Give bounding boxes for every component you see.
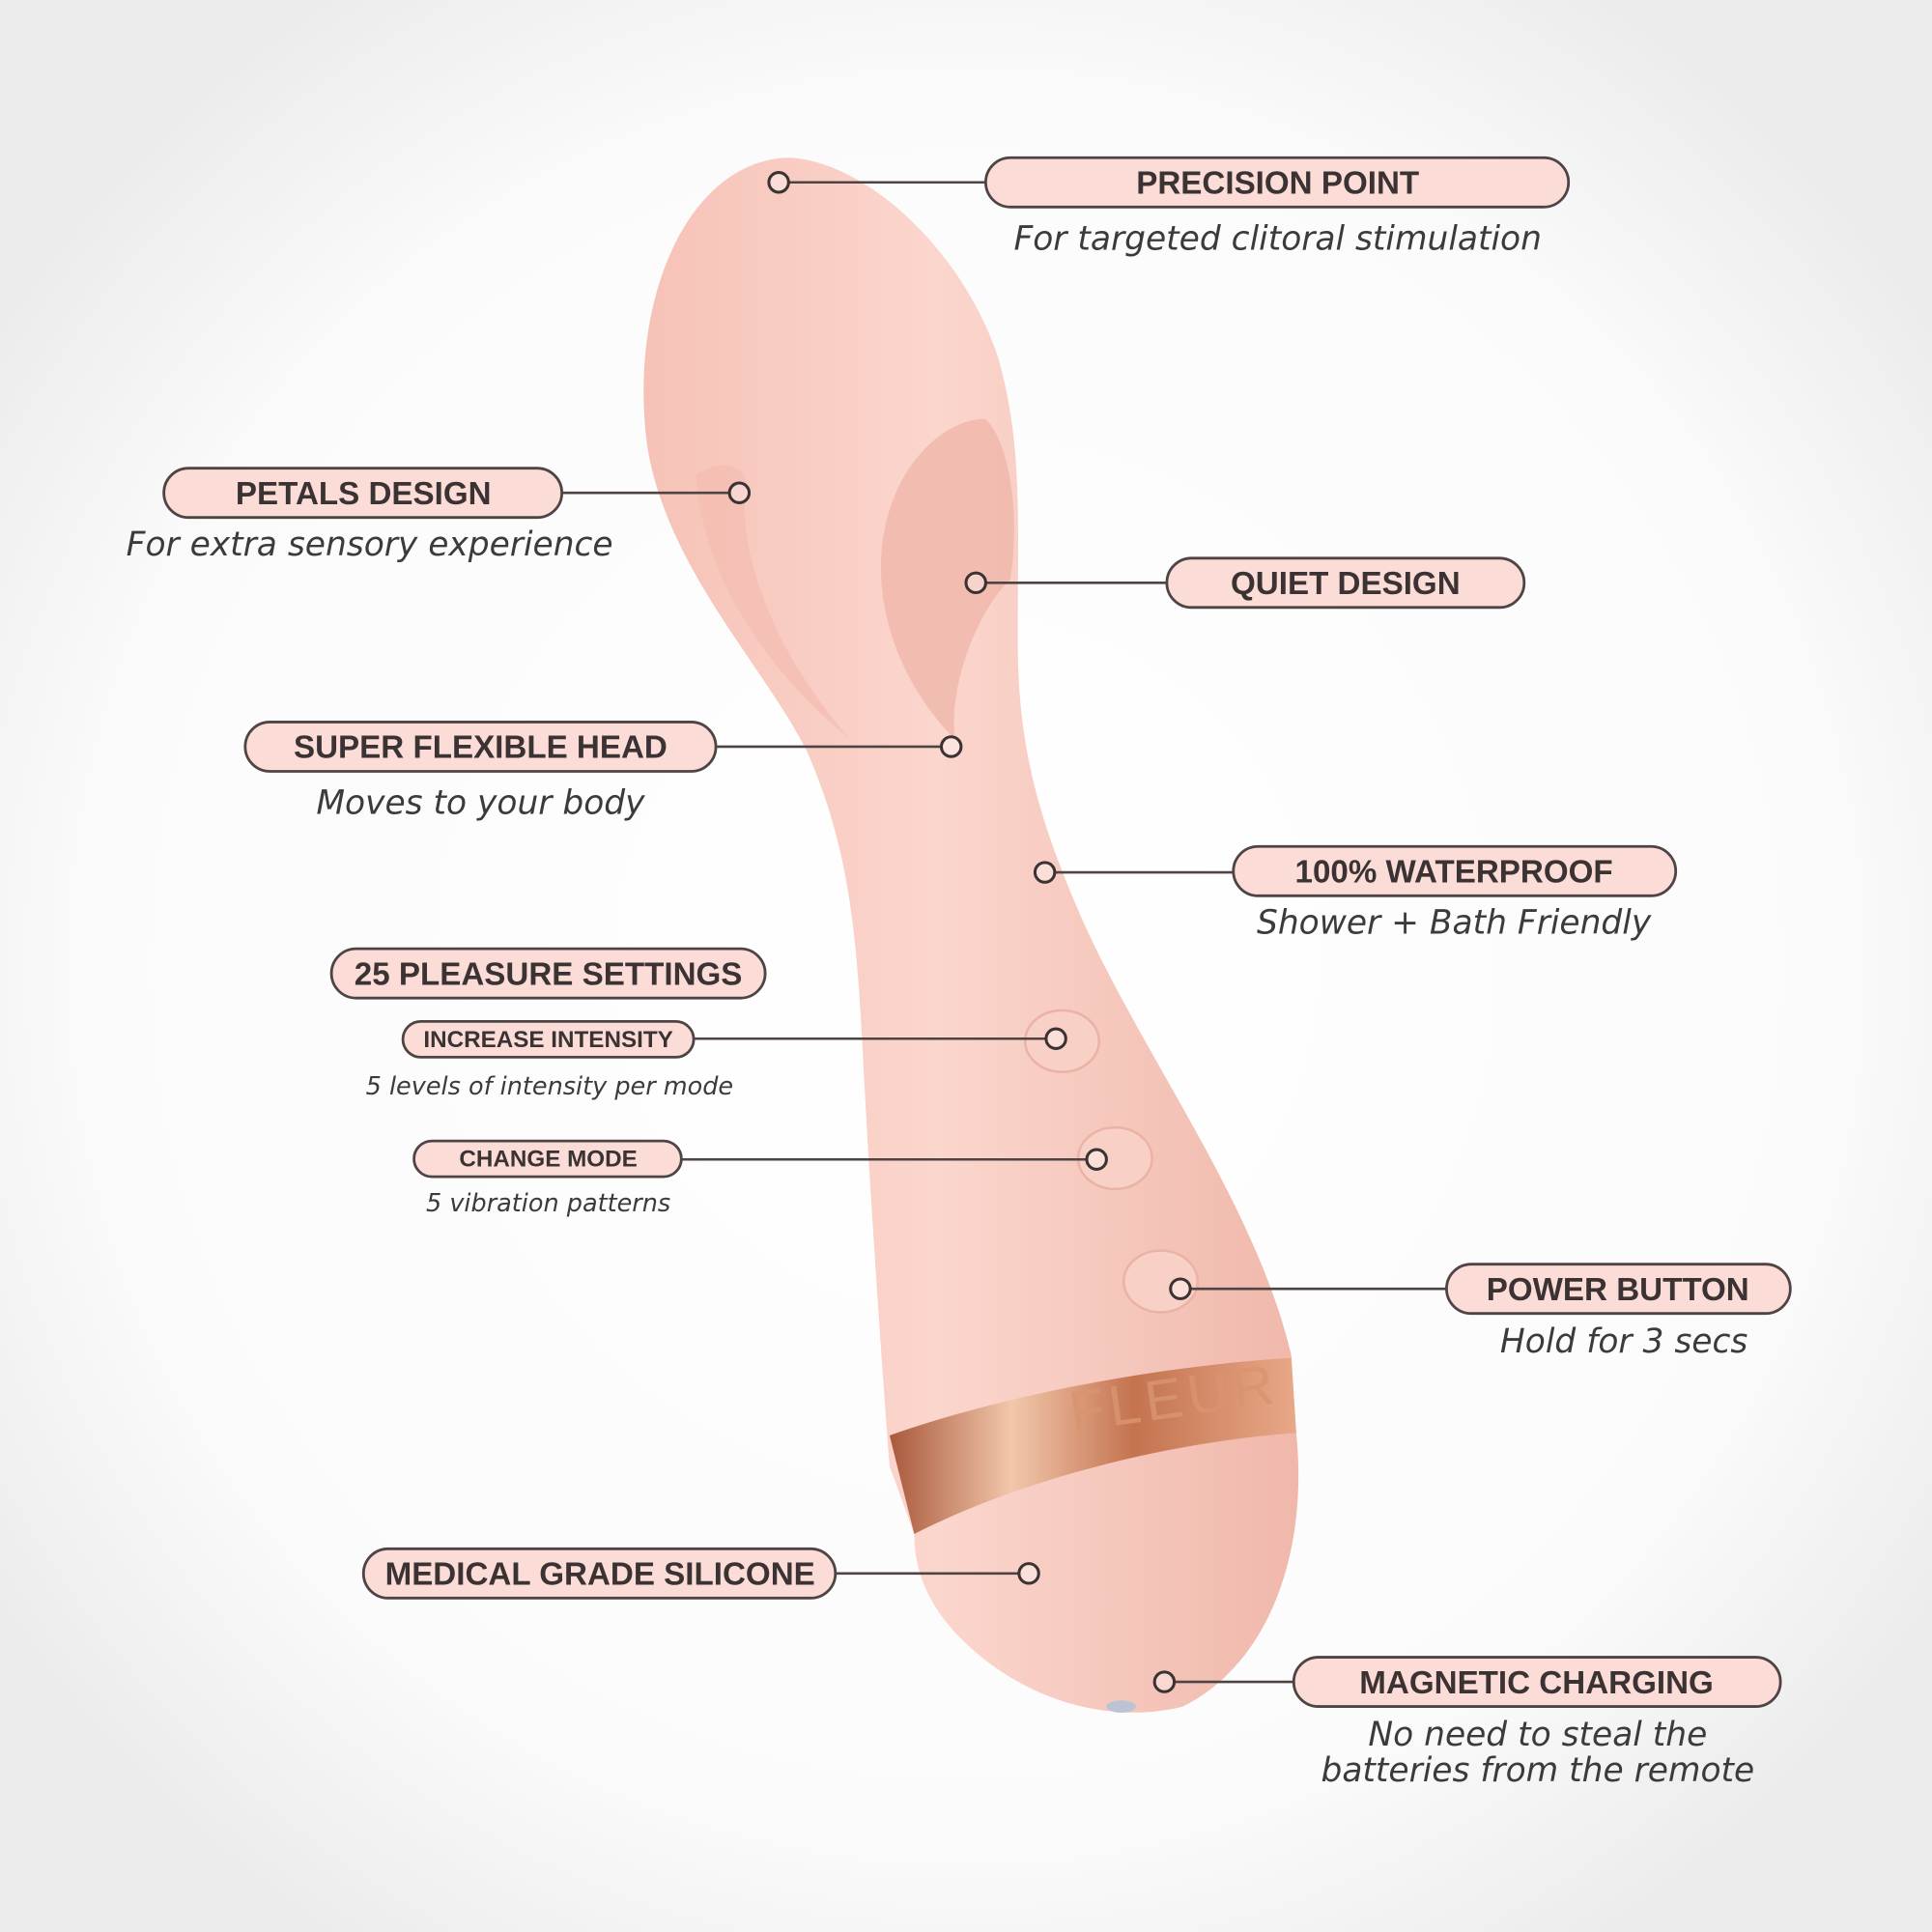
waterproof-title: 100% WATERPROOF [1295,855,1613,891]
power-button-marker-icon [1169,1277,1192,1300]
increase-intensity-pill [401,1019,696,1059]
quiet-design-pill [1165,556,1526,610]
callout-power-button: POWER BUTTON Hold for 3 secs [1169,1263,1792,1361]
charging-port [1106,1700,1137,1713]
waterproof-subtitle: Shower + Bath Friendly [1257,903,1652,942]
silicone-marker-icon [1017,1562,1040,1585]
magnetic-charging-subtitle-line1: No need to steal the [1368,1716,1707,1754]
change-mode-title: CHANGE MODE [459,1147,637,1173]
callout-flexible-head: SUPER FLEXIBLE HEAD Moves to your body [243,721,963,823]
magnetic-charging-subtitle-line2: batteries from the remote [1321,1751,1754,1790]
flexible-head-marker-icon [939,735,963,758]
callout-silicone: MEDICAL GRADE SILICONE [361,1547,1040,1600]
callout-magnetic-charging: MAGNETIC CHARGING No need to steal the b… [1152,1656,1782,1790]
power-button-title: POWER BUTTON [1487,1272,1749,1308]
increase-intensity-marker-icon [1044,1027,1067,1050]
silicone-pill [361,1547,838,1600]
waterproof-pill [1232,844,1678,897]
change-mode-marker-icon [1085,1148,1108,1171]
callout-quiet-design: QUIET DESIGN [964,556,1526,610]
precision-point-pill [984,156,1571,209]
power-button-pill [1445,1263,1792,1316]
petals-design-pill [162,467,564,520]
petals-design-subtitle: For extra sensory experience [127,526,613,564]
callout-petals-design: PETALS DESIGN For extra sensory experien… [127,467,752,564]
magnetic-charging-title: MAGNETIC CHARGING [1359,1665,1714,1701]
petal-right [880,418,1014,740]
petals-design-marker-icon [727,481,752,504]
precision-point-title: PRECISION POINT [1136,166,1419,202]
callout-precision-point: PRECISION POINT For targeted clitoral st… [767,156,1571,258]
callout-waterproof: 100% WATERPROOF Shower + Bath Friendly [1033,844,1678,942]
flexible-head-title: SUPER FLEXIBLE HEAD [294,730,668,766]
increase-intensity-subtitle: 5 levels of intensity per mode [366,1072,733,1101]
product-body [643,157,1299,1713]
quiet-design-marker-icon [964,571,987,595]
silicone-title: MEDICAL GRADE SILICONE [385,1557,815,1593]
magnetic-charging-marker-icon [1152,1670,1177,1693]
power-button-shape [1122,1249,1200,1314]
gold-band [889,1357,1296,1535]
flexible-head-subtitle: Moves to your body [316,784,645,823]
callout-change-mode: CHANGE MODE 5 vibration patterns [412,1139,1108,1218]
petal-left [696,465,851,740]
change-mode-pill [412,1139,683,1179]
pleasure-settings-pill [329,947,767,1000]
callout-increase-intensity: INCREASE INTENSITY 5 levels of intensity… [366,1019,1067,1101]
callout-pleasure-settings: 25 PLEASURE SETTINGS [329,947,767,1000]
waterproof-marker-icon [1033,861,1057,884]
precision-point-marker-icon [767,171,790,194]
magnetic-charging-pill [1292,1656,1782,1708]
precision-point-subtitle: For targeted clitoral stimulation [1013,219,1541,258]
petals-design-title: PETALS DESIGN [236,476,492,512]
pleasure-settings-title: 25 PLEASURE SETTINGS [355,956,743,992]
product-image: FLEUR [643,157,1299,1713]
change-mode-subtitle: 5 vibration patterns [426,1189,670,1218]
quiet-design-title: QUIET DESIGN [1231,566,1461,602]
flexible-head-pill [243,721,718,773]
increase-intensity-title: INCREASE INTENSITY [423,1027,672,1053]
increase-intensity-button-shape [1023,1009,1101,1073]
power-button-subtitle: Hold for 3 secs [1500,1322,1747,1361]
